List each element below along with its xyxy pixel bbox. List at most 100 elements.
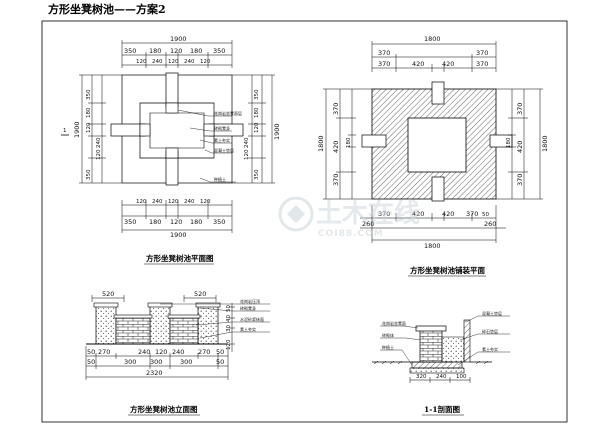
plan-bot-r1-1: 180 (149, 218, 161, 226)
plan-left-3: 240 (96, 137, 102, 148)
sec-note-4: 碎石垫层 (482, 328, 498, 334)
plan-top-r1-3: 180 (190, 47, 202, 55)
plan-bot-r1-0: 350 (124, 218, 136, 226)
watermark: 土木在线 COI88.COM (278, 196, 420, 239)
pave-top-total: 1800 (424, 35, 441, 43)
pave-top-r1-0: 370 (378, 49, 390, 57)
plan-left-5: 350 (86, 169, 92, 180)
watermark-logo-icon (278, 196, 314, 232)
pave-bot-r2-0: 260 (362, 220, 374, 228)
plan-bot-r2-4: 120 (200, 199, 211, 205)
elev-top-right: 520 (194, 290, 206, 298)
sec-note-5: 素土夯实 (482, 346, 498, 352)
plan-right-4: 120 (244, 149, 250, 160)
pave-top-r2-2: 420 (442, 60, 454, 68)
plan-top-r1-4: 350 (213, 47, 225, 55)
drawing-frame (41, 20, 568, 423)
pave-right-total: 1800 (541, 135, 549, 152)
pave-left-1: 420 (332, 141, 340, 153)
plan-note-1: 砖砌凳身 (214, 125, 230, 131)
plan-note-3: 混凝土垫层 (214, 147, 234, 153)
plan-right-3: 240 (244, 137, 250, 148)
elev-bot-r1-0: 50 (87, 348, 95, 356)
plan-note-4: 种植土 (214, 176, 226, 182)
sec-dim-2: 100 (456, 374, 467, 380)
pave-top-r1-1: 370 (476, 49, 488, 57)
plan-bot-r2-2: 120 (168, 199, 179, 205)
elev-bot-r2-0: 50 (87, 358, 95, 366)
plan-right-total: 1900 (273, 123, 281, 140)
plan-left-0: 350 (86, 89, 92, 100)
elev-bot-r2-4: 50 (216, 358, 224, 366)
pave-bottom-total: 1800 (424, 242, 441, 250)
elev-bot-r1-4: 240 (172, 348, 184, 356)
plan-bot-r1-2: 120 (170, 218, 182, 226)
pave-left-0: 370 (332, 103, 340, 115)
pave-right-2: 370 (516, 174, 524, 186)
pave-top-r2-1: 420 (412, 60, 424, 68)
plan-section-mark: 1 (63, 128, 67, 134)
plan-bottom-total: 1900 (170, 231, 187, 239)
plan-top-r2-4: 120 (200, 59, 211, 65)
elev-note-1: 砖砌凳身 (240, 305, 256, 311)
pave-left-2: 370 (332, 174, 340, 186)
plan-left-1: 180 (86, 107, 92, 118)
elev-top-left: 520 (102, 290, 114, 298)
pave-bot-r1-4: 50 (482, 212, 489, 218)
elev-caption: 方形坐凳树池立面图 (130, 404, 198, 414)
plan-right-1: 180 (254, 107, 260, 118)
pave-left-total: 1800 (317, 135, 325, 152)
watermark-text: 土木在线 (316, 199, 420, 229)
plan-right-0: 350 (254, 89, 260, 100)
plan-left-2: 120 (86, 122, 92, 133)
elev-bot-r2-2: 300 (150, 358, 162, 366)
plan-top-r1-2: 120 (170, 47, 182, 55)
plan-bot-r2-3: 240 (184, 199, 195, 205)
plan-view: 1900 350 180 120 180 350 120 240 120 240… (61, 35, 281, 265)
plan-bot-r2-1: 240 (152, 199, 163, 205)
plan-caption: 方形坐凳树池平面图 (146, 253, 214, 263)
elev-bot-r1-1: 270 (98, 348, 110, 356)
elev-right-2: 30 (226, 325, 232, 332)
pave-bot-r1-0: 370 (378, 210, 390, 218)
elevation-view: 520 520 花岗岩压顶 砖砌凳身 水泥砂浆抹面 素土夯实 50 (85, 290, 270, 416)
pave-bot-r2-1: 260 (484, 220, 496, 228)
plan-right-5: 350 (254, 169, 260, 180)
sec-note-0: 花岗岩坐凳面 (382, 320, 406, 326)
pave-right-3: 180 (506, 137, 512, 148)
plan-top-total: 1900 (170, 35, 187, 43)
plan-note-0: 花岗岩坐凳面层 (214, 110, 242, 116)
plan-bot-r1-4: 350 (213, 218, 225, 226)
elev-bot-r1-6: 50 (216, 348, 224, 356)
plan-right-2: 120 (254, 122, 260, 133)
elev-bot-r1-5: 270 (198, 348, 210, 356)
sec-dim-1: 240 (436, 374, 447, 380)
plan-left-4: 120 (96, 149, 102, 160)
pave-right-1: 420 (516, 141, 524, 153)
sec-dim-0: 320 (416, 374, 427, 380)
sec-note-3: 混凝土垫层 (482, 310, 502, 316)
elev-bottom-total: 2320 (146, 369, 163, 377)
elev-bot-r1-3: 120 (155, 348, 167, 356)
plan-top-r2-3: 240 (184, 59, 195, 65)
section-view: 花岗岩坐凳面 砖砌体 种植土 混凝土垫层 碎石垫层 素土夯实 320 240 1… (372, 310, 510, 416)
elev-note-0: 花岗岩压顶 (240, 298, 260, 304)
plan-top-r2-2: 120 (168, 59, 179, 65)
elev-right-3: 120 (226, 339, 232, 350)
plan-left-total: 1900 (73, 121, 81, 138)
pave-caption: 方形坐凳树池铺装平面 (410, 265, 485, 275)
pave-bot-r1-1: 420 (412, 210, 424, 218)
plan-bot-r1-3: 180 (190, 218, 202, 226)
pave-view: 1800 370 370 370 420 420 370 370 420 420… (317, 35, 549, 277)
plan-note-2: 素土夯实 (214, 137, 230, 143)
plan-top-r2-0: 120 (136, 59, 147, 65)
elev-note-3: 素土夯实 (240, 326, 256, 332)
elev-right-0: 50 (226, 305, 232, 312)
plan-bot-r2-0: 120 (136, 199, 147, 205)
sheet-title: 方形坐凳树池——方案2 (48, 2, 166, 16)
section-caption: 1-1剖面图 (424, 404, 461, 414)
pave-inner (407, 117, 467, 173)
pave-bot-r1-2: 420 (442, 210, 454, 218)
pave-top-r2-3: 370 (476, 60, 488, 68)
